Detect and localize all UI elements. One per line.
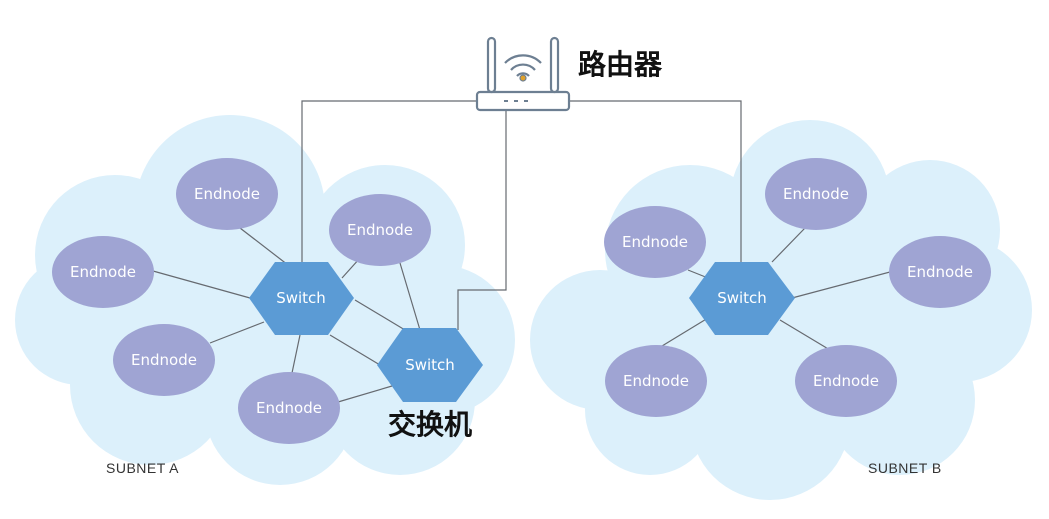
endnode-label: Endnode [347, 221, 413, 239]
endnode-label: Endnode [256, 399, 322, 417]
router-link-subnet-a [301, 100, 478, 262]
endnode-label: Endnode [623, 372, 689, 390]
router-body [475, 90, 571, 112]
endnode: Endnode [113, 324, 215, 396]
link [399, 262, 421, 331]
router-antenna-right [549, 36, 560, 94]
switch-label: Switch [717, 289, 767, 307]
switch-title: 交换机 [388, 408, 472, 441]
switch-label: Switch [405, 356, 455, 374]
endnode: Endnode [604, 206, 706, 278]
link [791, 271, 891, 299]
router-icon [475, 36, 571, 112]
endnode: Endnode [765, 158, 867, 230]
endnode-label: Endnode [813, 372, 879, 390]
router-title: 路由器 [578, 48, 663, 81]
endnode: Endnode [52, 236, 154, 308]
endnode: Endnode [889, 236, 991, 308]
endnode: Endnode [795, 345, 897, 417]
endnode-label: Endnode [194, 185, 260, 203]
endnode-label: Endnode [70, 263, 136, 281]
link [337, 385, 393, 403]
link [771, 227, 806, 263]
endnode: Endnode [329, 194, 431, 266]
subnet-a-label: SUBNET A [106, 460, 179, 476]
link [209, 321, 265, 344]
link [329, 334, 381, 366]
router-antenna-left [486, 36, 497, 94]
endnode: Endnode [605, 345, 707, 417]
endnode-label: Endnode [783, 185, 849, 203]
subnet-b-label: SUBNET B [868, 460, 942, 476]
endnode-label: Endnode [131, 351, 197, 369]
router-led [519, 74, 527, 82]
endnode: Endnode [176, 158, 278, 230]
link [152, 270, 251, 299]
switch-label: Switch [276, 289, 326, 307]
endnode-label: Endnode [622, 233, 688, 251]
link [779, 319, 831, 351]
router-link-subnet-b [568, 100, 742, 262]
wifi-icon [504, 54, 542, 64]
link [239, 227, 289, 266]
link [661, 317, 709, 347]
endnode-label: Endnode [907, 263, 973, 281]
switch-node: Switch [249, 262, 354, 335]
endnode: Endnode [238, 372, 340, 444]
link [291, 334, 301, 374]
link [354, 299, 406, 331]
switch-node: Switch [377, 328, 483, 402]
router-link-switch-2 [457, 110, 507, 330]
switch-node: Switch [689, 262, 795, 335]
